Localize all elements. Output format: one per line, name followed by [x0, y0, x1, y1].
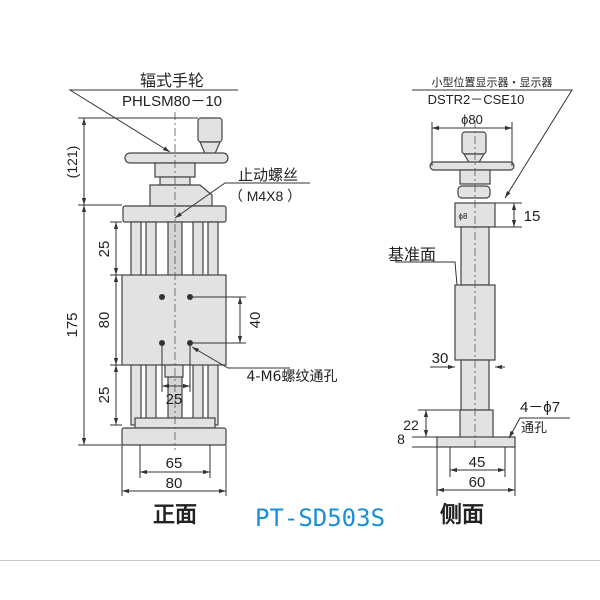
front-view-label: 正面: [153, 503, 197, 528]
divider: [0, 560, 600, 561]
handwheel: [124, 152, 229, 164]
dim-display-small: ϕ8: [459, 212, 468, 221]
nut-block: [459, 409, 494, 439]
dim-base-outer: 80: [166, 475, 183, 492]
dim-upper: 25: [96, 241, 113, 258]
stop-screw-label: 止动螺丝: [238, 166, 298, 184]
side-view-label: 侧面: [440, 503, 484, 528]
dim-handle-height: (121): [64, 146, 80, 179]
reference-surface-label: 基准面: [388, 245, 436, 264]
handle-knob: [461, 131, 487, 155]
handwheel-label: 辐式手轮: [140, 71, 204, 90]
handwheel: [429, 161, 515, 171]
tapped-hole: [159, 294, 165, 300]
dim-base-inner: 45: [469, 454, 486, 471]
handwheel-model: PHLSM80－10: [122, 93, 222, 110]
hole-type: 通孔: [521, 421, 547, 436]
nut: [164, 364, 184, 378]
tapped-hole-label: 4-M6螺纹通孔: [247, 369, 338, 385]
display-model: DSTR2－CSE10: [428, 92, 525, 107]
base-plate: [436, 436, 516, 448]
position-display: [457, 185, 491, 199]
dim-total-height: 175: [64, 312, 81, 337]
dim-wheel-dia: ϕ80: [461, 112, 483, 127]
dim-carriage-w: 30: [432, 350, 449, 367]
dim-base-outer: 60: [469, 474, 486, 491]
side-view: 小型位置显示器・显示器 DSTR2－CSE10 ϕ80 ϕ8 15 基准面 30…: [388, 75, 573, 528]
top-plate: [122, 205, 227, 223]
model-title: PT-SD503S: [255, 504, 385, 532]
stop-screw-spec: （ M4X8 ）: [229, 188, 301, 204]
handle-knob: [197, 117, 223, 143]
dim-lower: 25: [96, 387, 113, 404]
display-label: 小型位置显示器・显示器: [432, 75, 553, 89]
front-view: 辐式手轮 PHLSM80－10 止动螺丝 （ M4X8 ） 4-M6螺纹通孔 (…: [64, 71, 337, 528]
top-block: [149, 184, 213, 207]
dim-nut-h: 22: [403, 417, 419, 433]
dim-display-h: 15: [524, 208, 541, 225]
dim-base-inner: 65: [166, 455, 183, 472]
dim-carriage: 80: [96, 312, 113, 329]
base-plate: [121, 427, 227, 446]
dim-hole-pitch-h: 25: [166, 391, 183, 408]
carriage: [121, 274, 227, 366]
dim-hole-pitch-v: 40: [247, 312, 264, 329]
dim-base-t: 8: [397, 431, 405, 447]
hole-label: 4－ϕ7: [520, 399, 560, 416]
